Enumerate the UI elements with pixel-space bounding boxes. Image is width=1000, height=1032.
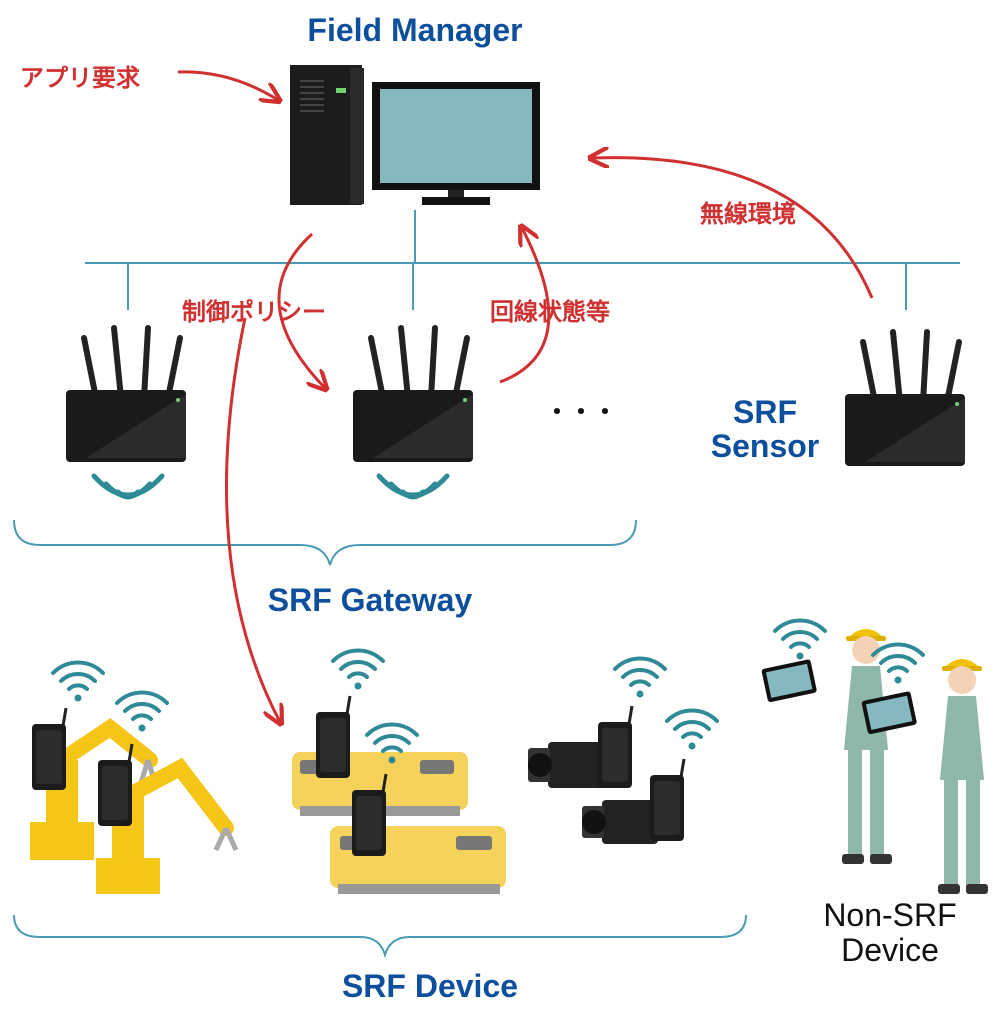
status-arrow	[499, 228, 551, 384]
srf-sensor-line1: SRF	[733, 394, 797, 430]
line-status-label: 回線状態等	[490, 298, 610, 326]
network-bus	[85, 210, 960, 310]
srf-gateway-label: SRF Gateway	[267, 582, 473, 618]
tablet-icon-2	[861, 691, 917, 735]
wifi-icon-6	[665, 708, 719, 752]
wave-icon-1	[94, 476, 162, 497]
non-srf-line2: Device	[841, 932, 939, 969]
non-srf-device-label: Non-SRF Device	[800, 897, 980, 969]
sensor-router-icon	[845, 332, 965, 466]
app-request-arrow	[177, 70, 278, 100]
wifi-icon-3	[331, 648, 385, 692]
gateway-router-icon-2	[353, 328, 473, 462]
server-tower-icon	[290, 65, 364, 205]
control-policy-label: 制御ポリシー	[182, 298, 326, 326]
worker-icon-2	[938, 659, 988, 894]
wireless-env-label: 無線環境	[700, 200, 796, 228]
device-bracket	[13, 914, 747, 959]
gateway-router-icon-1	[66, 328, 186, 462]
ellipsis-label: ・・・	[545, 399, 617, 426]
module-icon-5	[596, 704, 634, 790]
wave-icon-2	[379, 476, 447, 497]
tablet-icon-1	[761, 659, 817, 703]
gateway-bracket	[13, 519, 637, 566]
wifi-icon-1	[51, 660, 105, 704]
robot-arm-icon-2	[96, 757, 239, 894]
policy-to-device-arrow	[224, 317, 280, 722]
non-srf-line1: Non-SRF	[823, 897, 957, 933]
wireless-env-arrow	[592, 158, 874, 299]
module-icon-3	[314, 694, 352, 780]
worker-icon-1	[842, 629, 892, 864]
srf-sensor-line2: Sensor	[710, 427, 820, 464]
flow-arrows	[177, 70, 874, 722]
wifi-icon-2	[115, 690, 169, 734]
srf-device-label: SRF Device	[341, 968, 519, 1004]
module-icon-1	[30, 706, 68, 792]
wifi-icon-7	[773, 618, 827, 662]
camera-icon-2	[582, 800, 658, 844]
field-manager-label: Field Manager	[307, 12, 523, 48]
srf-sensor-label: SRF Sensor	[690, 394, 840, 464]
module-icon-2	[96, 742, 134, 828]
monitor-icon	[372, 82, 540, 205]
module-icon-6	[648, 757, 686, 843]
wifi-icon-5	[613, 656, 667, 700]
camera-icon-1	[528, 742, 604, 788]
app-request-label: アプリ要求	[20, 64, 140, 92]
policy-to-gateway-arrow	[277, 232, 325, 388]
